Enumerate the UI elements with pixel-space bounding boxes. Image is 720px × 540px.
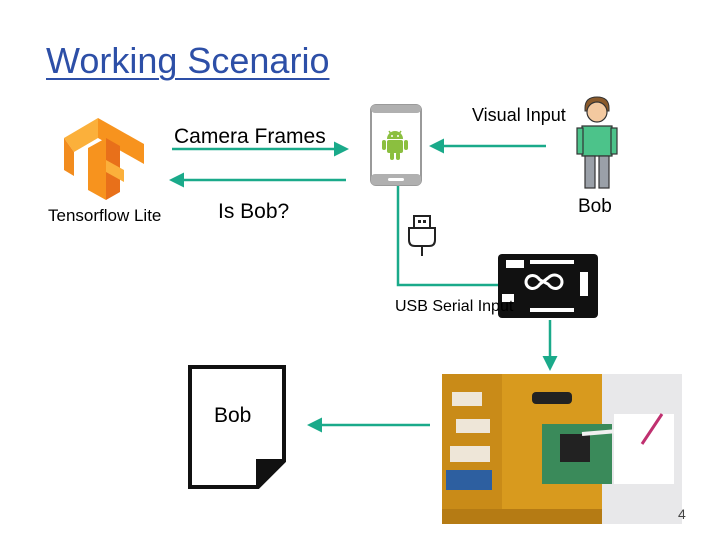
document-bob-label: Bob [214, 404, 252, 427]
usb-connector [396, 186, 498, 287]
visual-input-label: Visual Input [472, 105, 566, 125]
arduino-board-icon [496, 250, 600, 322]
usb-plug-icon [406, 214, 438, 258]
bob-person-label: Bob [578, 196, 612, 217]
camera-frames-label: Camera Frames [174, 125, 326, 148]
document-icon [186, 363, 290, 491]
tensorflow-lite-label: Tensorflow Lite [48, 206, 162, 225]
hardware-setup-photo [442, 374, 682, 524]
is-bob-label: Is Bob? [218, 200, 290, 223]
tensorflow-logo-icon [58, 112, 150, 204]
usb-serial-label: USB Serial Input [395, 298, 514, 315]
android-icon [380, 127, 410, 161]
slide-title: Working Scenario [46, 40, 330, 81]
person-icon [576, 96, 618, 190]
page-number: 4 [678, 506, 686, 522]
